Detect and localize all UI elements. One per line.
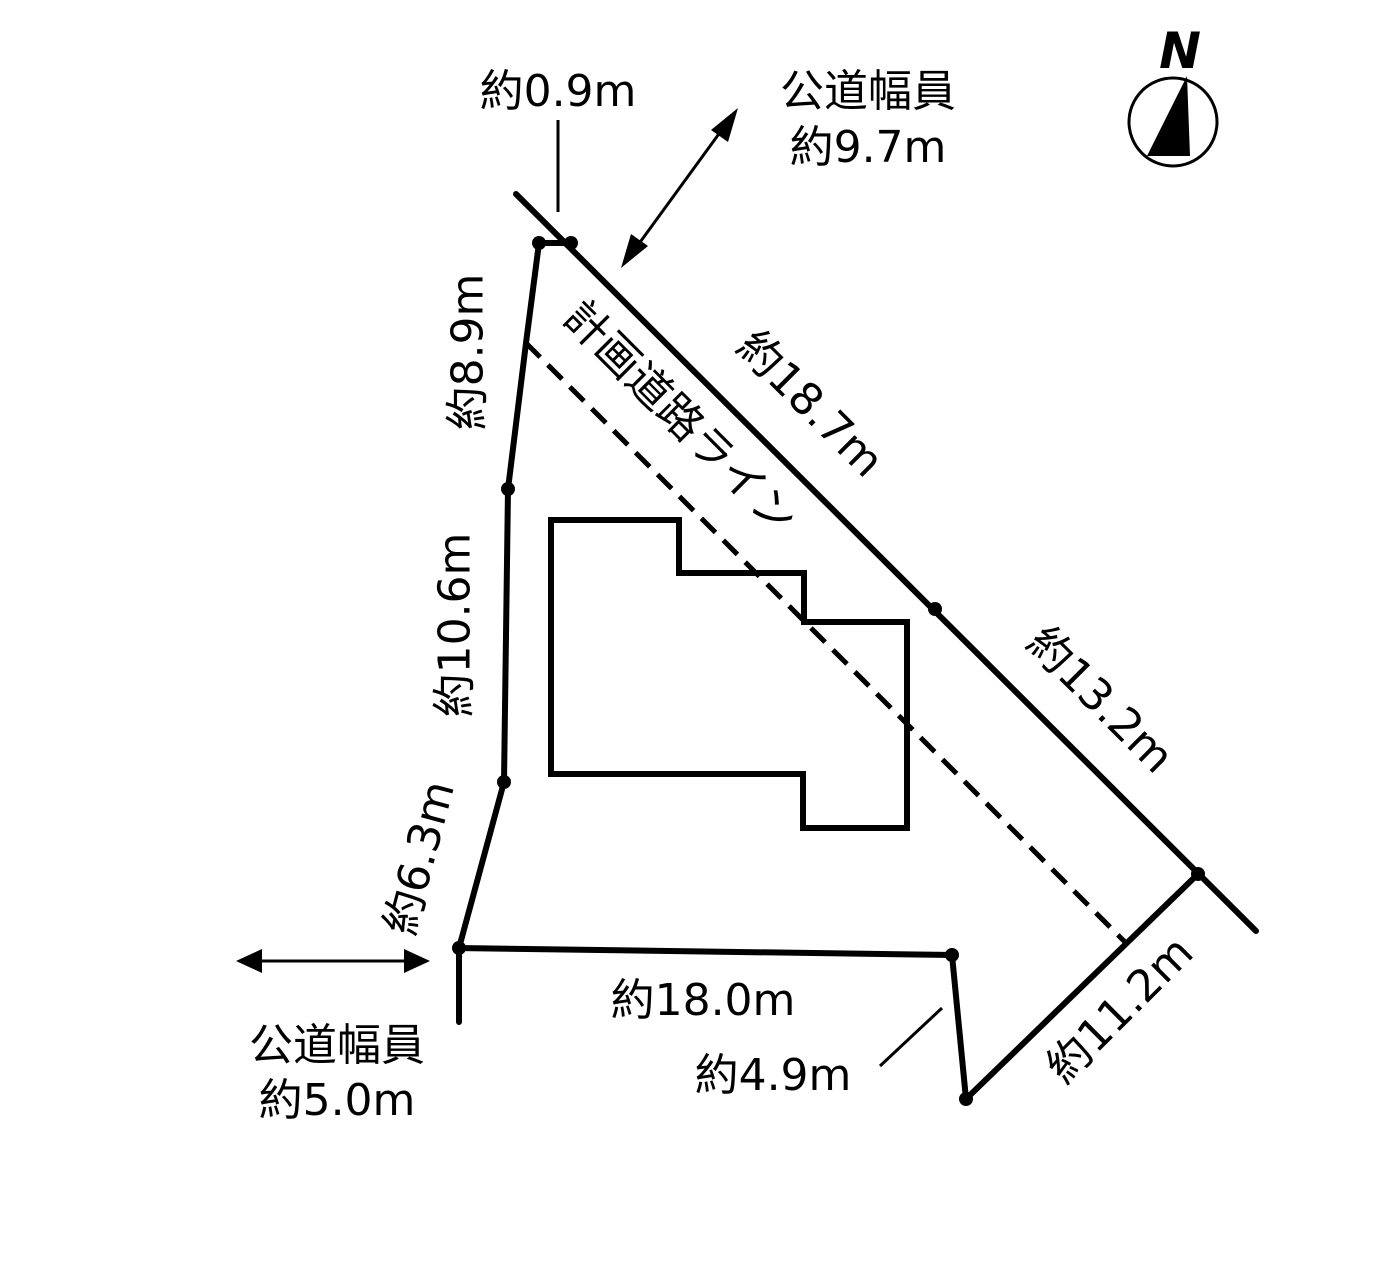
label-edge-west-lower: 約6.3m: [375, 776, 465, 941]
label-edge-west-middle: 約10.6m: [430, 533, 481, 718]
label-edge-west-upper: 約8.9m: [443, 274, 494, 431]
label-road-north-title: 公道幅員: [780, 66, 956, 117]
north-arrow-icon: [1147, 76, 1190, 156]
vertex: [497, 775, 511, 789]
vertex: [564, 236, 578, 250]
planned-road-line: [524, 341, 1130, 947]
label-edge-south: 約18.0m: [611, 975, 796, 1026]
road-boundary-northeast: [513, 191, 1259, 934]
label-road-south-width: 約5.0m: [259, 1075, 416, 1126]
road-width-arrow-west: [236, 949, 430, 973]
label-corner-offset: 約0.9m: [480, 66, 637, 117]
vertices: [452, 236, 1205, 1106]
vertex: [959, 1092, 973, 1106]
compass: N: [1127, 22, 1219, 168]
vertex: [945, 948, 959, 962]
label-edge-south-step: 約4.9m: [695, 1050, 852, 1101]
vertex: [532, 236, 546, 250]
label-road-north-width: 約9.7m: [790, 122, 947, 173]
vertex: [1191, 867, 1205, 881]
vertex: [928, 602, 942, 616]
compass-letter: N: [1159, 22, 1201, 80]
compass-ring: [1127, 76, 1219, 168]
road-width-arrow-northeast: [621, 108, 738, 268]
label-edge-northeast-lower: 約13.2m: [1017, 617, 1184, 784]
building-footprint: [548, 517, 910, 831]
vertex: [452, 941, 466, 955]
label-road-south-title: 公道幅員: [249, 1020, 425, 1071]
vertex: [501, 482, 515, 496]
leader-south-step: [878, 1006, 944, 1068]
